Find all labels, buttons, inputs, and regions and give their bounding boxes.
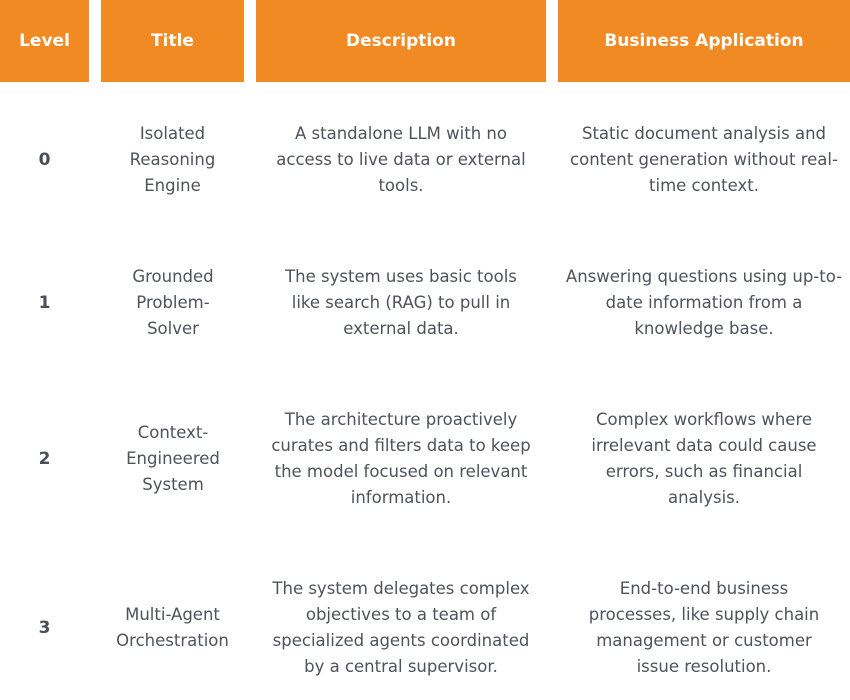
- business-application-value: Complex workflows where irrelevant data …: [591, 410, 817, 507]
- header-description: Description: [256, 0, 546, 82]
- description-value: The architecture proactively curates and…: [271, 410, 531, 507]
- level-value: 1: [38, 293, 51, 313]
- description-value: The system delegates complex objectives …: [272, 579, 530, 676]
- level-value: 0: [38, 150, 51, 170]
- header-title: Title: [101, 0, 244, 82]
- description-value: A standalone LLM with no access to live …: [276, 124, 526, 195]
- header-business-application: Business Application: [558, 0, 850, 82]
- title-value: Multi-Agent Orchestration: [116, 605, 229, 650]
- title-value: Grounded Problem-Solver: [132, 267, 214, 338]
- description-value: The system uses basic tools like search …: [285, 267, 517, 338]
- title-value: Isolated Reasoning Engine: [129, 124, 216, 195]
- business-application-value: Static document analysis and content gen…: [570, 124, 838, 195]
- title-value: Context-Engineered System: [126, 423, 220, 494]
- level-value: 3: [38, 618, 51, 638]
- level-value: 2: [38, 449, 51, 469]
- business-application-value: Answering questions using up-to-date inf…: [565, 267, 843, 338]
- header-level: Level: [0, 0, 89, 82]
- business-application-value: End-to-end business processes, like supp…: [588, 579, 820, 676]
